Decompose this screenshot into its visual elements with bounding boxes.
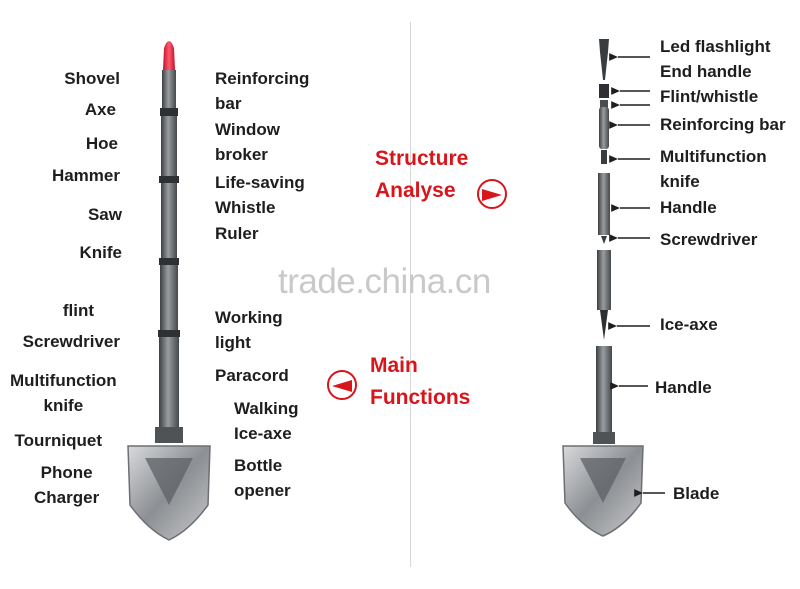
main-functions-header: Main Functions (370, 354, 471, 409)
part-ice-axe: Ice-axe (660, 315, 718, 334)
part-handle-1: Handle (660, 198, 717, 217)
structure-analyse-header: Structure Analyse (375, 147, 469, 202)
label-reinforcing-bar: Reinforcing bar (215, 69, 310, 113)
part-end-handle: End handle (660, 62, 752, 81)
part-screwdriver: Screwdriver (660, 230, 758, 249)
label-axe: Axe (84, 100, 116, 119)
label-screwdriver: Screwdriver (22, 332, 120, 351)
label-phone-charger: Phone Charger (34, 463, 100, 507)
label-bottle-opener: Bottle opener (234, 456, 291, 500)
red-tip-icon (163, 41, 175, 70)
label-multifunction-knife: Multifunction knife (10, 371, 117, 415)
callout-arrows (608, 53, 665, 497)
part-reinforcing-bar: Reinforcing bar (660, 115, 786, 134)
label-tourniquet: Tourniquet (14, 431, 103, 450)
part-led-flashlight: Led flashlight (660, 37, 771, 56)
watermark: trade.china.cn (278, 262, 491, 301)
label-walking-ice-axe: Walking Ice-axe (234, 399, 299, 443)
part-blade: Blade (673, 484, 720, 503)
center-divider (410, 22, 411, 567)
part-flint-whistle: Flint/whistle (660, 87, 759, 106)
structure-arrow-icon (477, 179, 507, 209)
part-multifunction-knife: Multifunction knife (660, 147, 767, 191)
assembled-shovel (127, 41, 211, 541)
label-saw: Saw (87, 205, 122, 224)
label-hammer: Hammer (51, 166, 120, 185)
functions-arrow-icon (327, 370, 357, 400)
label-paracord: Paracord (215, 366, 289, 385)
label-knife: Knife (79, 243, 123, 262)
label-shovel: Shovel (64, 69, 120, 88)
label-life-saving-whistle: Life-saving Whistle (215, 173, 305, 217)
label-hoe: Hoe (85, 134, 118, 153)
label-ruler: Ruler (215, 224, 259, 243)
label-window-broker: Window broker (215, 120, 280, 164)
label-flint: flint (62, 301, 94, 320)
exploded-parts (562, 39, 644, 537)
label-working-light: Working light (215, 308, 283, 352)
part-handle-2: Handle (655, 378, 712, 397)
